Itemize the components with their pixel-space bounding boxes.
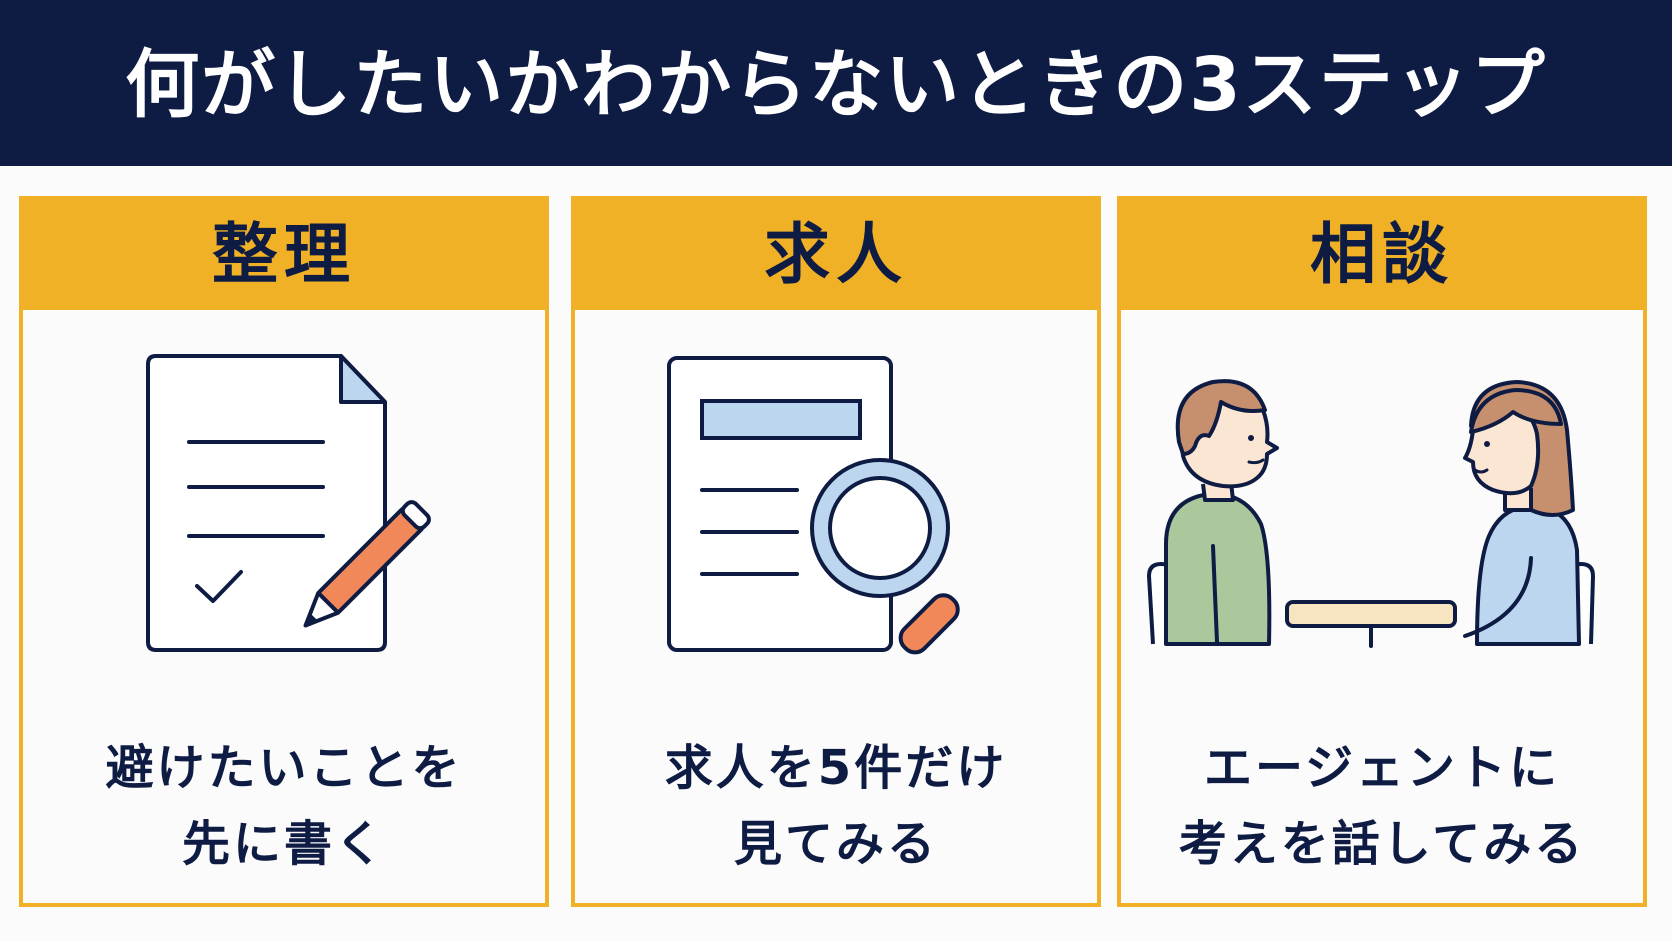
- caption-line: 先に書く: [181, 816, 386, 872]
- step-card-jobs: 求人 求人を5件だけ 見てみる: [571, 196, 1101, 907]
- step-card-consult: 相談: [1117, 196, 1647, 907]
- caption-line: 避けたいことを: [105, 740, 463, 796]
- two-people-talking-icon: [1121, 314, 1643, 764]
- card-title: 整理: [212, 216, 356, 293]
- card-caption: エージェントに 考えを話してみる: [1121, 730, 1643, 882]
- caption-line: 考えを話してみる: [1178, 816, 1586, 872]
- card-header: 相談: [1121, 200, 1643, 310]
- card-header: 整理: [23, 200, 545, 310]
- document-with-magnifier-icon: [575, 314, 1097, 764]
- caption-line: エージェントに: [1203, 740, 1561, 796]
- card-header: 求人: [575, 200, 1097, 310]
- header-banner: 何がしたいかわからないときの3ステップ: [0, 0, 1672, 166]
- card-caption: 求人を5件だけ 見てみる: [575, 730, 1097, 882]
- card-title: 求人: [764, 216, 908, 293]
- page-title: 何がしたいかわからないときの3ステップ: [125, 42, 1547, 128]
- document-with-pencil-icon: [23, 314, 545, 764]
- step-card-organize: 整理 避けたいことを 先に書く: [19, 196, 549, 907]
- caption-line: 見てみる: [733, 816, 938, 872]
- card-title: 相談: [1310, 216, 1454, 293]
- caption-line: 求人を5件だけ: [664, 740, 1008, 796]
- card-caption: 避けたいことを 先に書く: [23, 730, 545, 882]
